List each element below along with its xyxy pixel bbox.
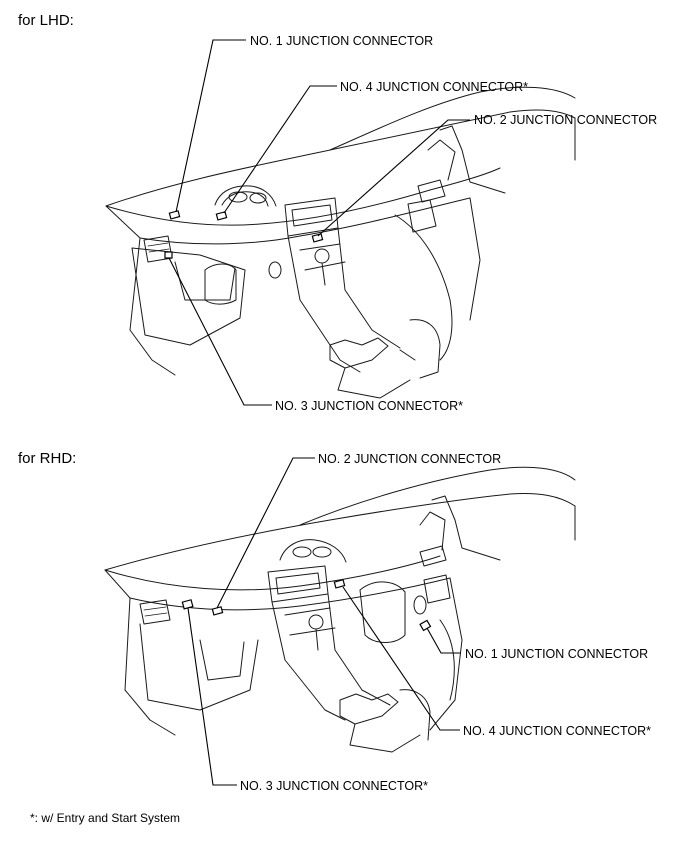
lhd-section: for LHD:	[18, 12, 657, 413]
lhd-no1-leader	[175, 39, 246, 213]
rhd-no4-label: NO. 4 JUNCTION CONNECTOR*	[463, 724, 651, 738]
rhd-no3-label: NO. 3 JUNCTION CONNECTOR*	[240, 779, 428, 793]
rhd-no3-connector	[181, 599, 194, 610]
lhd-no2-connector	[311, 233, 324, 243]
lhd-no4-leader	[223, 85, 337, 214]
lhd-no1-label: NO. 1 JUNCTION CONNECTOR	[250, 34, 433, 48]
lhd-no4-label: NO. 4 JUNCTION CONNECTOR*	[340, 80, 528, 94]
lhd-no4-connector	[215, 211, 228, 221]
lhd-no2-label: NO. 2 JUNCTION CONNECTOR	[474, 113, 657, 127]
rhd-no1-leader	[426, 627, 461, 654]
rhd-no1-label: NO. 1 JUNCTION CONNECTOR	[465, 647, 648, 661]
rhd-no2-label: NO. 2 JUNCTION CONNECTOR	[318, 452, 501, 466]
rhd-no1-connector	[419, 619, 432, 632]
lhd-no3-leader	[168, 257, 272, 406]
footnote: *: w/ Entry and Start System	[30, 811, 180, 825]
lhd-no3-connector	[164, 251, 173, 259]
rhd-heading: for RHD:	[18, 450, 76, 467]
lhd-dashboard-drawing	[105, 86, 576, 399]
rhd-no3-leader	[187, 607, 237, 786]
rhd-no4-connector	[333, 579, 346, 589]
lhd-no1-connector	[168, 210, 181, 220]
rhd-dashboard-drawing	[104, 466, 576, 753]
lhd-no2-leader	[317, 119, 470, 237]
rhd-no2-connector	[211, 606, 224, 616]
rhd-no2-leader	[216, 457, 315, 609]
lhd-heading: for LHD:	[18, 12, 74, 29]
rhd-section: for RHD:	[18, 450, 651, 793]
lhd-no3-label: NO. 3 JUNCTION CONNECTOR*	[275, 399, 463, 413]
rhd-no4-leader	[342, 586, 460, 731]
